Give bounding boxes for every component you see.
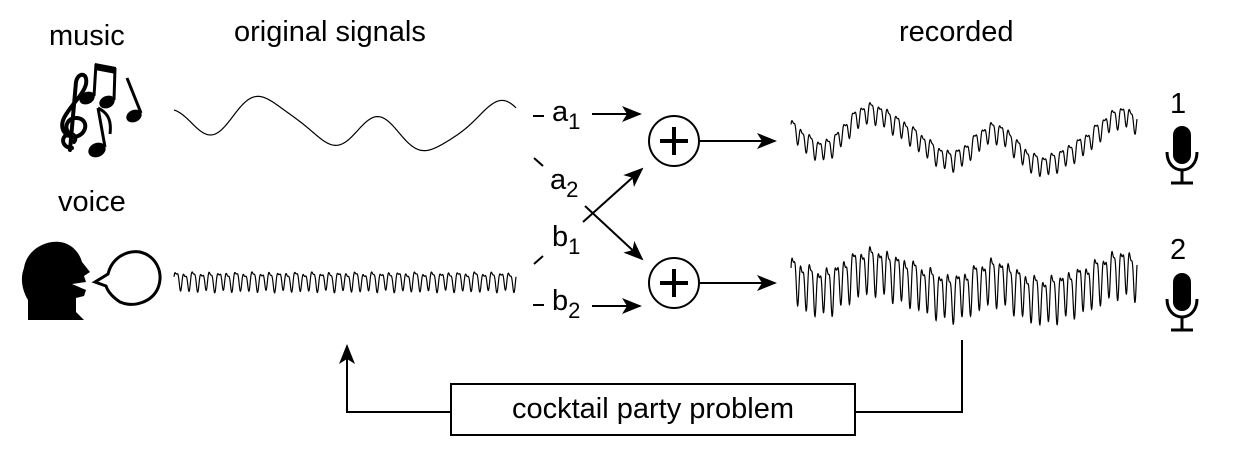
sum-node-2 — [648, 257, 700, 309]
arrow-to-original — [339, 344, 450, 413]
voice-signal-waveform — [173, 271, 517, 294]
arrow-b1 — [582, 167, 644, 223]
cocktail-party-loop — [339, 340, 963, 413]
arrow-a2 — [584, 205, 644, 261]
coefficient-b2: b2 — [552, 285, 580, 323]
recorded-signal-2-waveform — [790, 245, 1138, 327]
mixing-arrows — [582, 106, 777, 314]
coefficient-ticks — [533, 115, 544, 306]
music-notes-icon — [60, 63, 143, 158]
microphone-icon-1 — [1165, 126, 1199, 185]
original-signals-label: original signals — [234, 16, 426, 48]
recorded-label: recorded — [899, 16, 1014, 48]
music-signal-waveform — [173, 95, 517, 152]
speaking-head-icon — [21, 241, 162, 320]
sum-node-1 — [648, 115, 700, 167]
music-label: music — [49, 20, 125, 52]
microphone-icon-2 — [1165, 273, 1199, 332]
coefficient-a2: a2 — [550, 164, 578, 202]
mic-2-label: 2 — [1170, 234, 1187, 266]
coefficient-b1: b1 — [552, 221, 580, 259]
voice-label: voice — [58, 186, 126, 218]
recorded-signal-1-waveform — [790, 102, 1138, 178]
coefficient-a1: a1 — [552, 96, 580, 134]
cocktail-party-problem-box: cocktail party problem — [450, 383, 856, 436]
mic-1-label: 1 — [1170, 88, 1187, 120]
line-from-recorded — [856, 340, 963, 413]
